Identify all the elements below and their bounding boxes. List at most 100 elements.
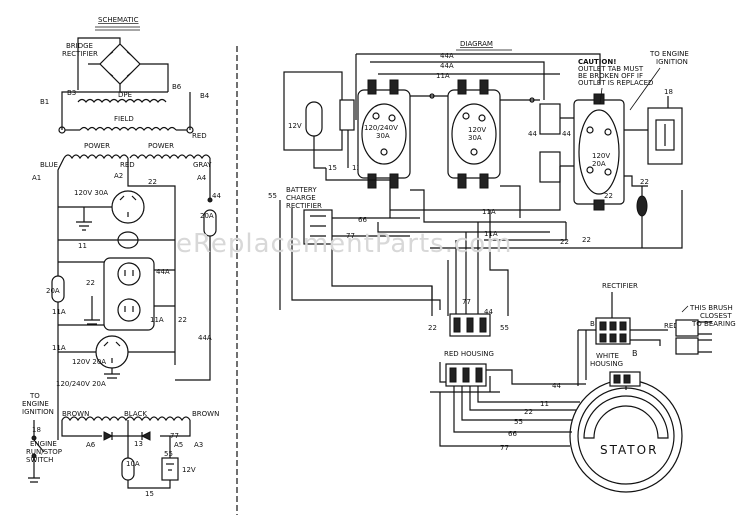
n22-label: 22 [148,178,157,186]
field-winding [79,126,177,131]
receptacle-120-240v-30a [357,79,411,189]
n13-label-d: 13 [352,164,361,172]
switch-label-2: RUN/STOP [26,448,62,456]
bridge-rectifier-symbol [99,43,141,85]
diagram-section: DIAGRAM 44A 44A 11A 12V 15 13 120/240V 3… [268,40,736,493]
receptacle-240v-symbol [95,335,129,369]
watermark: eReplacementParts.com [176,229,513,259]
n11a-top-label: 11A [436,72,450,80]
circuit-breaker-symbol [117,231,139,249]
battery-fuse [305,101,323,137]
batt-12v-label-d: 12V [288,122,302,130]
a3-label: A3 [194,441,203,449]
a6-label: A6 [86,441,96,449]
n11-d-label: 11 [540,400,549,408]
brown-left-label: BROWN [62,410,89,418]
white-housing-label-1: WHITE [596,352,619,360]
recept2-label-1: 120V [468,126,486,134]
dpe-winding [77,98,167,103]
n22-mid-label: 22 [178,316,187,324]
red-housing-label: RED HOUSING [444,350,494,358]
caution-label-2: OUTLET TAB MUST [578,65,644,73]
diode-right [140,431,151,441]
gray-label: GRAY [193,161,212,169]
red-label-d: RED [664,322,679,330]
fuse-20a-right-label: 20A [200,212,214,220]
n44a-top2-label: 44A [440,62,454,70]
n55-b-label-d: 55 [500,324,509,332]
n44-b-label-d: 44 [562,130,571,138]
n15-label: 15 [145,490,154,498]
field-label: FIELD [114,115,134,123]
recept1-label-2: 30A [376,132,390,140]
n11a-left-label: 11A [52,308,66,316]
n22-left-label: 22 [86,279,95,287]
n66-label-d: 66 [358,216,367,224]
receptacle-duplex-20a-symbol [103,257,155,331]
n66-c-label: 66 [508,430,517,438]
n44-c-label-d: 44 [484,308,493,316]
white-housing-connector [609,371,641,387]
recept2-label-2: 30A [468,134,482,142]
switch-label-1: ENGINE [30,440,57,448]
n22-e-label-d: 22 [428,324,437,332]
brown-right-label: BROWN [192,410,219,418]
n44-a-label-d: 44 [528,130,537,138]
n22-d-label-d: 22 [582,236,591,244]
diagram-title: DIAGRAM [460,40,493,48]
n55-c-label: 55 [514,418,523,426]
rectifier-block [595,317,631,345]
n77-c-label: 77 [500,444,509,452]
n44-d-label: 44 [552,382,561,390]
b-lbl-small: B [590,320,595,328]
to-engine-label-3: IGNITION [22,408,54,416]
n44-top-label: 44 [212,192,221,200]
schematic-section: SCHEMATIC BRIDGE RECTIFIER B3 B6 B1 B4 D… [22,16,221,498]
caution-label-4: OUTLET IS REPLACED [578,79,653,87]
n13-label: 13 [134,440,143,448]
n44a-mid-label: 44A [156,268,170,276]
b6-label: B6 [172,83,182,91]
bridge-rectifier-label-1: BRIDGE [66,42,93,50]
recept-30a-label: 120V 30A [74,189,108,197]
battery-charge-rectifier [303,209,333,245]
caution-label-1: CAUTION! [578,58,616,66]
recept-240v-label: 120/240V 20A [56,380,106,388]
batt-rect-label-3: RECTIFIER [286,202,322,210]
power-left-label: POWER [84,142,110,150]
stator-label: STATOR [600,443,658,457]
receptacle-120v-30a [447,79,501,189]
batt-12v-label: 12V [182,466,196,474]
engine-ground-terminal [636,195,648,217]
a4-label: A4 [197,174,207,182]
batt-rect-label-2: CHARGE [286,194,316,202]
connector-block-upper [539,103,561,135]
a1-label: A1 [32,174,41,182]
n77-label: 77 [170,432,179,440]
n22-f-label: 22 [524,408,533,416]
brush-note-3: TO BEARING [691,320,736,328]
a2-label: A2 [114,172,123,180]
diode-left [103,431,114,441]
n44a-top-label: 44A [440,52,454,60]
power-winding-right [129,154,211,160]
battery-charge-winding [61,416,191,422]
to-engine-label-d1: TO ENGINE [649,50,689,58]
n11a-mid-label: 11A [150,316,164,324]
brush-assembly [675,319,712,355]
battery-12v-symbol [161,457,179,481]
receptacle-120v-20a [573,93,625,211]
batt-rect-label-1: BATTERY [286,186,317,194]
connector-block-lower [539,151,561,183]
recept3-label-2: 20A [592,160,606,168]
recept1-label-1: 120/240V [364,124,398,132]
n11-label: 11 [78,242,87,250]
schematic-title: SCHEMATIC [98,16,139,24]
n11a-1-label-d: 11A [482,208,496,216]
n15-label-d: 15 [328,164,337,172]
to-engine-label-d2: IGNITION [656,58,688,66]
bridge-rectifier-label-2: RECTIFIER [62,50,98,58]
n18-label: 18 [32,426,41,434]
blue-label: BLUE [40,161,58,169]
